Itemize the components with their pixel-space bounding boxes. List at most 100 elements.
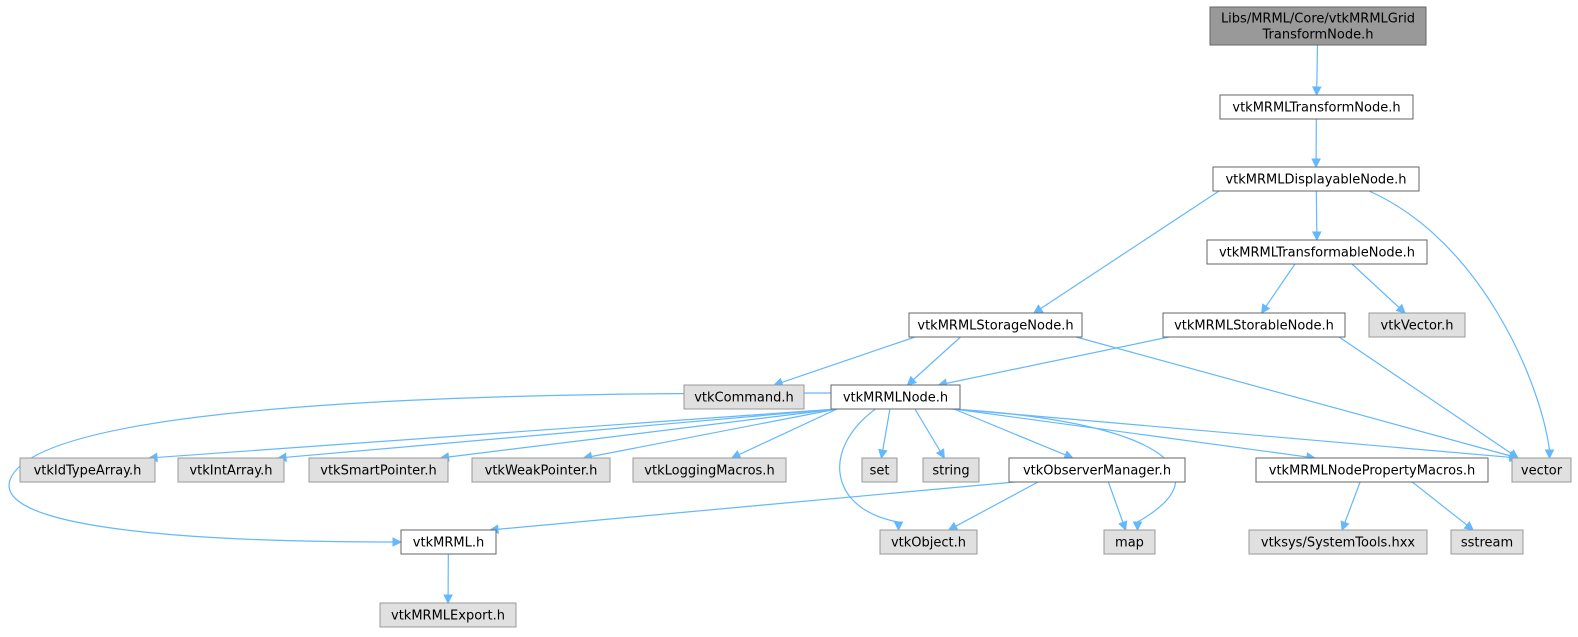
- edge-line: [1338, 336, 1512, 455]
- node-sstream: sstream: [1450, 529, 1524, 555]
- node-box: [1368, 312, 1466, 338]
- edge-mrmlnode-to-vtkmrml: [8, 392, 832, 547]
- node-box: [908, 312, 1083, 338]
- node-mrmlnode[interactable]: vtkMRMLNode.h: [830, 384, 961, 410]
- node-label: TransformNode.h: [1262, 28, 1374, 43]
- edge-storagenode-to-vtkcommand: [773, 336, 916, 387]
- node-label: vtkIdTypeArray.h: [34, 464, 142, 479]
- arrowhead: [1312, 86, 1322, 97]
- node-box: [471, 457, 611, 483]
- edge-line: [949, 408, 1177, 523]
- arrowhead: [1544, 449, 1555, 460]
- node-box: [1162, 312, 1346, 338]
- node-box: [1219, 94, 1414, 120]
- edge-line: [953, 408, 1511, 458]
- node-label: vtkIntArray.h: [189, 464, 272, 479]
- edge-mrmlnode-to-observermanager: [953, 408, 1074, 460]
- edge-line: [1351, 263, 1400, 309]
- edge-root-to-transformnode: [1312, 44, 1322, 97]
- node-mrmlexport: vtkMRMLExport.h: [379, 602, 517, 628]
- edge-storagenode-to-mrmlnode: [906, 336, 961, 386]
- edge-transformnode-to-displayablenode: [1311, 118, 1321, 169]
- node-box: [1248, 529, 1428, 555]
- node-label: map: [1115, 536, 1144, 551]
- node-box: [861, 457, 898, 483]
- node-label: string: [932, 464, 969, 479]
- node-label: vtkMRMLTransformableNode.h: [1219, 246, 1415, 261]
- node-box: [1450, 529, 1524, 555]
- node-transformablenode[interactable]: vtkMRMLTransformableNode.h: [1206, 239, 1428, 265]
- node-box: [1103, 529, 1156, 555]
- node-displayablenode[interactable]: vtkMRMLDisplayableNode.h: [1212, 166, 1420, 192]
- arrowhead: [730, 450, 742, 459]
- node-box: [1206, 239, 1428, 265]
- node-vtkmrml[interactable]: vtkMRML.h: [400, 529, 497, 555]
- node-label: sstream: [1461, 536, 1513, 551]
- node-box: [632, 457, 787, 483]
- node-set: set: [861, 457, 898, 483]
- node-box: [1255, 457, 1489, 483]
- node-label: vtkLoggingMacros.h: [644, 464, 774, 479]
- edge-mrmlnode-to-string: [914, 408, 945, 459]
- arrowhead: [1132, 521, 1143, 532]
- node-label: set: [870, 464, 890, 479]
- node-label: vtkObject.h: [891, 536, 966, 551]
- edge-mrmlnode-to-smartpointer: [439, 408, 838, 462]
- edge-displayablenode-to-storagenode: [1033, 190, 1220, 314]
- node-storablenode[interactable]: vtkMRMLStorableNode.h: [1162, 312, 1346, 338]
- nodes-layer: Libs/MRML/Core/vtkMRMLGridTransformNode.…: [19, 6, 1572, 628]
- node-observermanager[interactable]: vtkObserverManager.h: [1008, 457, 1186, 483]
- edge-line: [946, 336, 1170, 384]
- node-root: Libs/MRML/Core/vtkMRMLGridTransformNode.…: [1209, 6, 1427, 46]
- node-box: [19, 457, 156, 483]
- edge-observermanager-to-map: [1107, 481, 1128, 532]
- arrowhead: [893, 521, 904, 532]
- edge-storablenode-to-mrmlnode: [937, 336, 1170, 388]
- edge-line: [882, 408, 891, 451]
- node-box: [177, 457, 285, 483]
- node-label: vtksys/SystemTools.hxx: [1261, 536, 1416, 551]
- arrowhead: [1395, 303, 1406, 314]
- node-box: [1511, 457, 1572, 483]
- edge-line: [1411, 481, 1468, 526]
- node-loggingmacros: vtkLoggingMacros.h: [632, 457, 787, 483]
- node-label: vtkMRMLTransformNode.h: [1232, 101, 1400, 116]
- node-box: [922, 457, 980, 483]
- node-vtkvector: vtkVector.h: [1368, 312, 1466, 338]
- node-storagenode[interactable]: vtkMRMLStorageNode.h: [908, 312, 1083, 338]
- node-box: [879, 529, 978, 555]
- edge-line: [1075, 336, 1511, 457]
- edge-displayablenode-to-vector: [1368, 190, 1555, 460]
- node-label: Libs/MRML/Core/vtkMRMLGrid: [1221, 12, 1415, 27]
- node-label: vtkCommand.h: [694, 391, 794, 406]
- node-idtypearray: vtkIdTypeArray.h: [19, 457, 156, 483]
- edge-mrmlnode-to-intarray: [276, 408, 838, 463]
- edge-line: [497, 481, 1016, 530]
- node-weakpointer: vtkWeakPointer.h: [471, 457, 611, 483]
- node-label: vtkObserverManager.h: [1023, 464, 1171, 479]
- node-systemtools: vtksys/SystemTools.hxx: [1248, 529, 1428, 555]
- node-transformnode[interactable]: vtkMRMLTransformNode.h: [1219, 94, 1414, 120]
- edge-storagenode-to-vector: [1075, 336, 1520, 461]
- edge-mrmlnode-to-weakpointer: [582, 408, 838, 462]
- arrowhead: [1118, 520, 1128, 532]
- edge-line: [1265, 263, 1296, 307]
- edge-line: [738, 408, 838, 456]
- node-label: vtkMRMLStorableNode.h: [1174, 319, 1334, 334]
- edge-line: [914, 408, 941, 452]
- node-box: [308, 457, 449, 483]
- node-box: [830, 384, 961, 410]
- edge-observermanager-to-vtkobject: [947, 481, 1039, 531]
- arrowhead: [1260, 303, 1271, 314]
- node-propertymacros[interactable]: vtkMRMLNodePropertyMacros.h: [1255, 457, 1489, 483]
- edge-line: [8, 392, 832, 543]
- edges-layer: [8, 44, 1555, 605]
- arrowhead: [392, 537, 403, 547]
- node-map: map: [1103, 529, 1156, 555]
- edge-line: [953, 408, 1307, 458]
- edge-displayablenode-to-transformablenode: [1311, 190, 1322, 242]
- edge-line: [839, 408, 899, 523]
- arrowhead: [935, 448, 945, 459]
- node-label: vector: [1521, 464, 1563, 479]
- node-box: [400, 529, 497, 555]
